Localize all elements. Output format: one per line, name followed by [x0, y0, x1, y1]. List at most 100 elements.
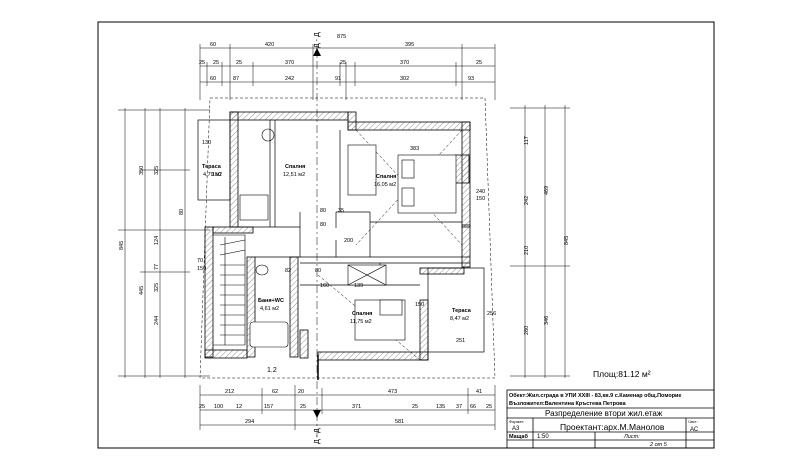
dim-text: 371 — [352, 404, 361, 410]
dim-text: 77 — [154, 264, 160, 270]
dim-text: 160 — [320, 283, 329, 289]
room-area: 11,75 м2 — [350, 319, 372, 325]
dim-text: 280 — [524, 326, 530, 335]
object-text: Обект:Жил.сграда в УПИ XXIII - 83,кв.9 с… — [509, 392, 682, 399]
dim-text: 242 — [524, 196, 530, 205]
client-text: Възложител:Валентина Кръстева Петрова — [509, 401, 627, 407]
section-line: Д - Д Д - Д 1.2 — [267, 32, 321, 444]
scale-value: 1:50 — [537, 434, 549, 440]
stage-value: АС — [690, 427, 699, 433]
section-mark-bottom: Д - Д — [314, 428, 321, 444]
dim-text: 80 — [320, 208, 326, 214]
dim-text: 242 — [285, 76, 294, 82]
dimension-values: 60 420 875 395 25 25 25 370 25 370 25 60… — [119, 34, 570, 425]
dim-text: 124 — [154, 236, 160, 245]
dim-text: 25 — [340, 60, 346, 66]
dim-text: 150 — [197, 266, 206, 272]
dim-text: 135 — [436, 404, 445, 410]
dim-text: 130 — [202, 140, 211, 146]
dim-text: 210 — [524, 246, 530, 255]
dim-text: 469 — [544, 186, 550, 195]
dim-text: 12 — [236, 404, 242, 410]
dim-text: 346 — [544, 316, 550, 325]
dim-text: 91 — [335, 76, 341, 82]
dim-text: 445 — [139, 286, 145, 295]
dim-text: 581 — [395, 419, 404, 425]
dim-text: 294 — [245, 419, 254, 425]
drawing-title: Разпределение втори жил.етаж — [545, 409, 663, 418]
dim-text: 150 — [212, 172, 221, 178]
dim-text: 60 — [210, 42, 216, 48]
dim-text: 473 — [388, 389, 397, 395]
dim-text: 80 — [315, 268, 321, 274]
room-area: 16,05 м2 — [374, 182, 396, 188]
dim-text: 25 — [213, 60, 219, 66]
room-labels: Тераса 4,79 м2 Спалня 12,51 м2 Спалня 16… — [202, 164, 472, 325]
dim-text: 370 — [400, 60, 409, 66]
dim-text: 25 — [476, 60, 482, 66]
dim-text: 70 — [197, 258, 203, 264]
dim-text: 117 — [524, 136, 530, 145]
scale-label: Мащаб — [509, 433, 528, 440]
bathtub — [249, 321, 289, 348]
room-area: 4,61 м2 — [260, 306, 279, 312]
dim-text: 66 — [470, 404, 476, 410]
staircase — [213, 234, 246, 346]
dim-text: 35 — [338, 208, 344, 214]
dim-text: 60 — [210, 76, 216, 82]
dim-text: 93 — [468, 76, 474, 82]
dim-text: 25 — [300, 404, 306, 410]
dim-text: 383 — [410, 146, 419, 152]
sheet-value: 2 от 5 — [649, 442, 668, 448]
dim-text: 150 — [415, 302, 424, 308]
designer-text: Проектант:арх.М.Манолов — [560, 422, 665, 432]
dim-text: 251 — [456, 338, 465, 344]
exterior-walls — [204, 111, 471, 361]
dim-text: 845 — [564, 236, 570, 245]
dim-text: 25 — [486, 404, 492, 410]
format-value: A3 — [512, 426, 520, 432]
dim-text: 256 — [487, 311, 496, 317]
dim-text: 100 — [214, 404, 223, 410]
dim-text: 41 — [476, 389, 482, 395]
dim-text: 240 — [476, 189, 485, 195]
dim-text: 87 — [233, 76, 239, 82]
dim-text: 350 — [139, 166, 145, 175]
stage-label: Част: — [688, 419, 698, 424]
room-name: Спалня — [376, 174, 396, 180]
dim-text: 80 — [179, 209, 185, 215]
room-name: Баня+WC — [258, 298, 284, 304]
section-mark-label: 1.2 — [267, 367, 277, 374]
sheet-label: Лист: — [623, 434, 640, 440]
wardrobe — [347, 144, 377, 196]
dim-text: 420 — [265, 42, 274, 48]
format-label: Формат: — [509, 419, 524, 424]
dim-text: 244 — [154, 316, 160, 325]
dim-text: 37 — [456, 404, 462, 410]
title-block: Обект:Жил.сграда в УПИ XXIII - 83,кв.9 с… — [506, 389, 715, 449]
dim-text: 302 — [400, 76, 409, 82]
dim-text: 325 — [154, 166, 160, 175]
dim-text: 325 — [154, 283, 160, 292]
dim-text: 370 — [285, 60, 294, 66]
dim-text: 25 — [199, 404, 205, 410]
room-area: 8,47 м2 — [450, 316, 469, 322]
room-name: Спалня — [285, 164, 305, 170]
room-area: 4,79 м2 — [203, 172, 222, 178]
dim-text: 25 — [236, 60, 242, 66]
room-name: Тераса — [202, 164, 222, 170]
dim-text: 157 — [264, 404, 273, 410]
dim-text: 845 — [119, 241, 125, 250]
interior-walls — [197, 97, 496, 379]
sheet-frame — [97, 21, 715, 449]
desk — [239, 194, 269, 221]
dim-text: 150 — [476, 196, 485, 202]
total-area-label: Площ:81.12 м² — [593, 369, 651, 379]
dim-text: 200 — [344, 238, 353, 244]
room-name: Тераса — [452, 308, 472, 314]
room-name: Спалня — [352, 311, 372, 317]
dim-text: 62 — [272, 389, 278, 395]
dim-text: 80 — [320, 222, 326, 228]
dimension-lines — [118, 44, 570, 430]
